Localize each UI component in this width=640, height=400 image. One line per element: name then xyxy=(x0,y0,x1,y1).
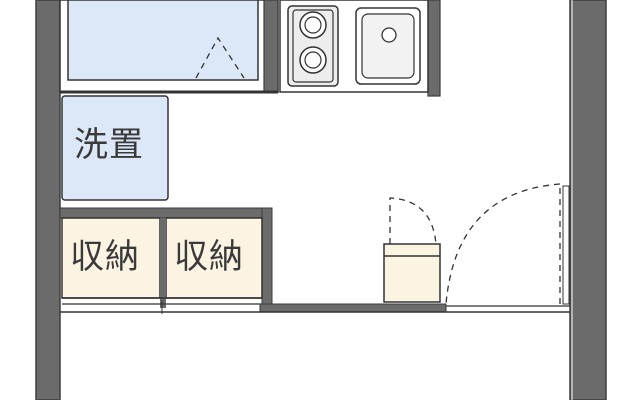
storage-left-label: 収納 xyxy=(70,237,140,277)
storage-right-label: 収納 xyxy=(174,237,244,277)
unit-bath xyxy=(59,0,279,94)
wall-right xyxy=(569,0,607,400)
wall-top-kitchen xyxy=(427,0,441,97)
entrance-door xyxy=(445,183,570,305)
partition-wall xyxy=(259,303,447,313)
washer-space-label: 洗置 xyxy=(74,125,144,165)
burner-top xyxy=(299,11,327,39)
wall-left xyxy=(35,0,61,400)
burner-bottom xyxy=(299,46,327,74)
storage-block xyxy=(59,207,273,314)
storage-right xyxy=(165,217,263,299)
shoe-cabinet xyxy=(383,197,441,303)
kitchen-counter xyxy=(279,0,429,93)
washer-space xyxy=(61,95,169,201)
